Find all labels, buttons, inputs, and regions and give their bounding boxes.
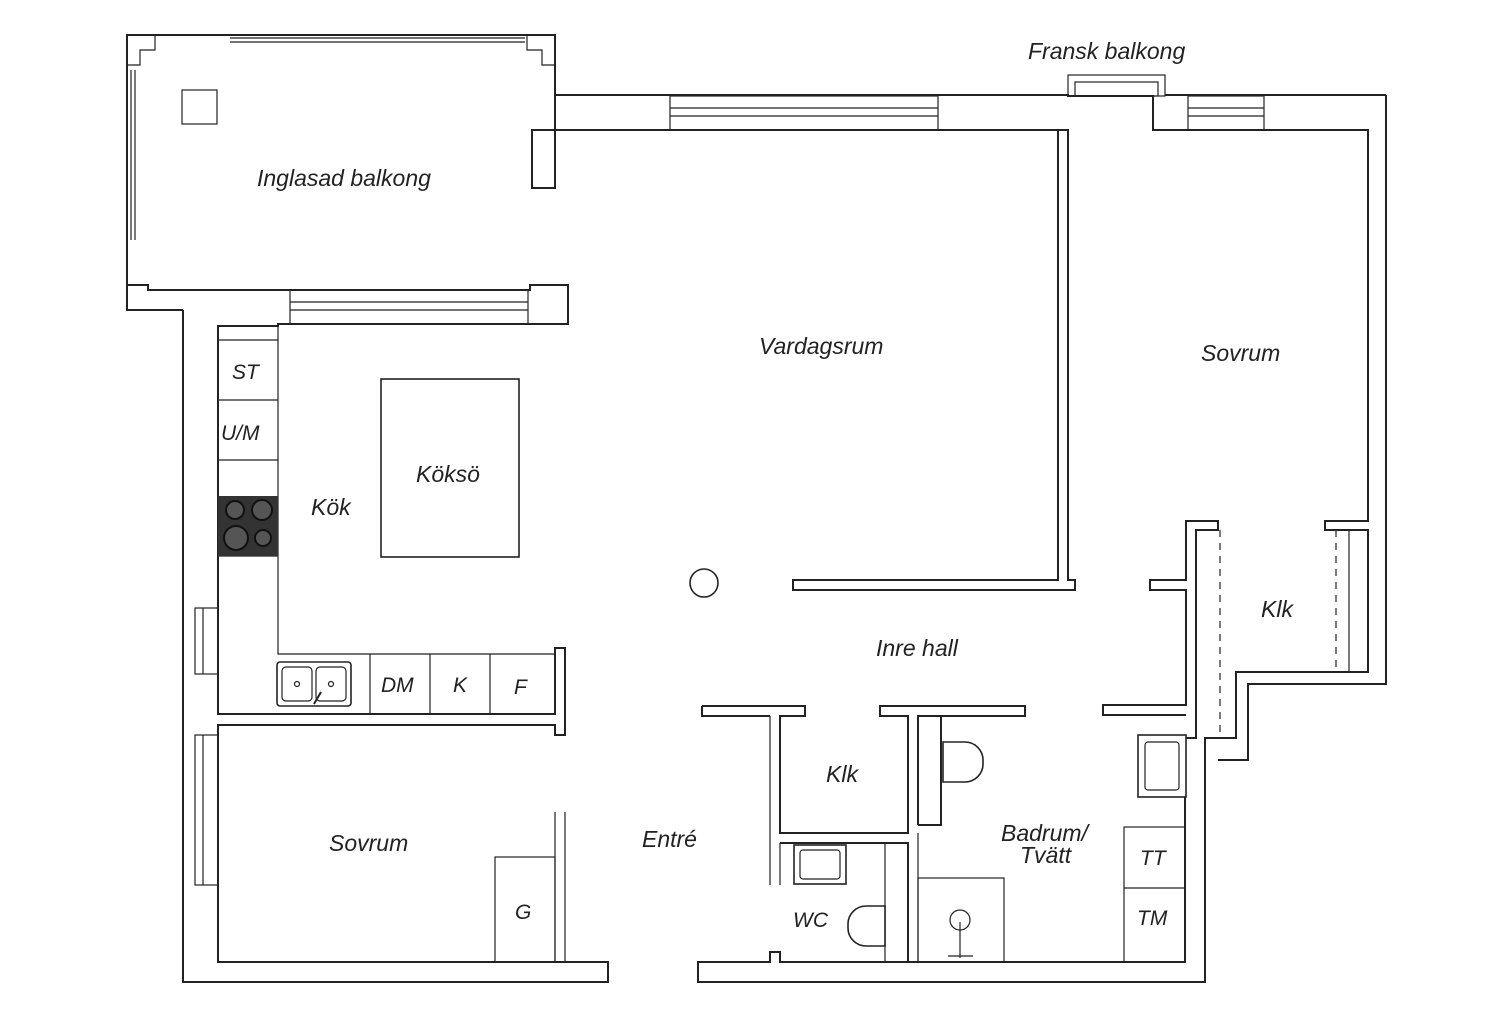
kitchen-island-label: Köksö — [416, 461, 480, 487]
wc-toilet — [847, 905, 886, 947]
closet-right-label: Klk — [1261, 596, 1294, 622]
pillar — [689, 568, 719, 598]
bath-toilet — [942, 741, 984, 783]
stove — [218, 496, 278, 556]
french-balcony-label: Fransk balkong — [1028, 38, 1185, 64]
inner-walls — [494, 530, 1350, 963]
bath-label-line2: Tvätt — [1020, 842, 1073, 868]
kitchen-island — [380, 378, 520, 558]
bedroom-right-label: Sovrum — [1201, 340, 1280, 366]
bedroom-left-label: Sovrum — [329, 830, 408, 856]
wc-label: WC — [793, 909, 829, 932]
oven-micro-label: U/M — [221, 422, 260, 445]
windows — [194, 74, 1265, 886]
kitchen-area — [218, 326, 555, 714]
shower — [917, 877, 1005, 963]
fridge-label: K — [453, 674, 468, 697]
living-room-label: Vardagsrum — [759, 333, 883, 359]
closet-mid-label: Klk — [826, 761, 859, 787]
kitchen-label: Kök — [311, 494, 352, 520]
freezer-label: F — [514, 676, 528, 699]
dishwasher-label: DM — [381, 674, 414, 697]
kitchen-sink — [276, 661, 352, 707]
bath-label-line1: Badrum/ — [1001, 820, 1091, 846]
glazed-balcony-label: Inglasad balkong — [257, 165, 431, 191]
entrance-label: Entré — [642, 826, 697, 852]
inner-hall-label: Inre hall — [876, 635, 959, 661]
room-labels: Inglasad balkong Fransk balkong Vardagsr… — [221, 38, 1294, 932]
washer-label: TM — [1137, 907, 1168, 930]
oven-stack-label: ST — [232, 361, 261, 384]
dryer-label: TT — [1140, 847, 1168, 870]
balcony-details — [127, 35, 555, 240]
wc-sink — [793, 844, 847, 885]
bathroom-fixtures — [793, 734, 1187, 963]
bath-sink — [1137, 734, 1187, 798]
outer-walls — [126, 34, 1387, 983]
wardrobe-label: G — [515, 901, 531, 924]
